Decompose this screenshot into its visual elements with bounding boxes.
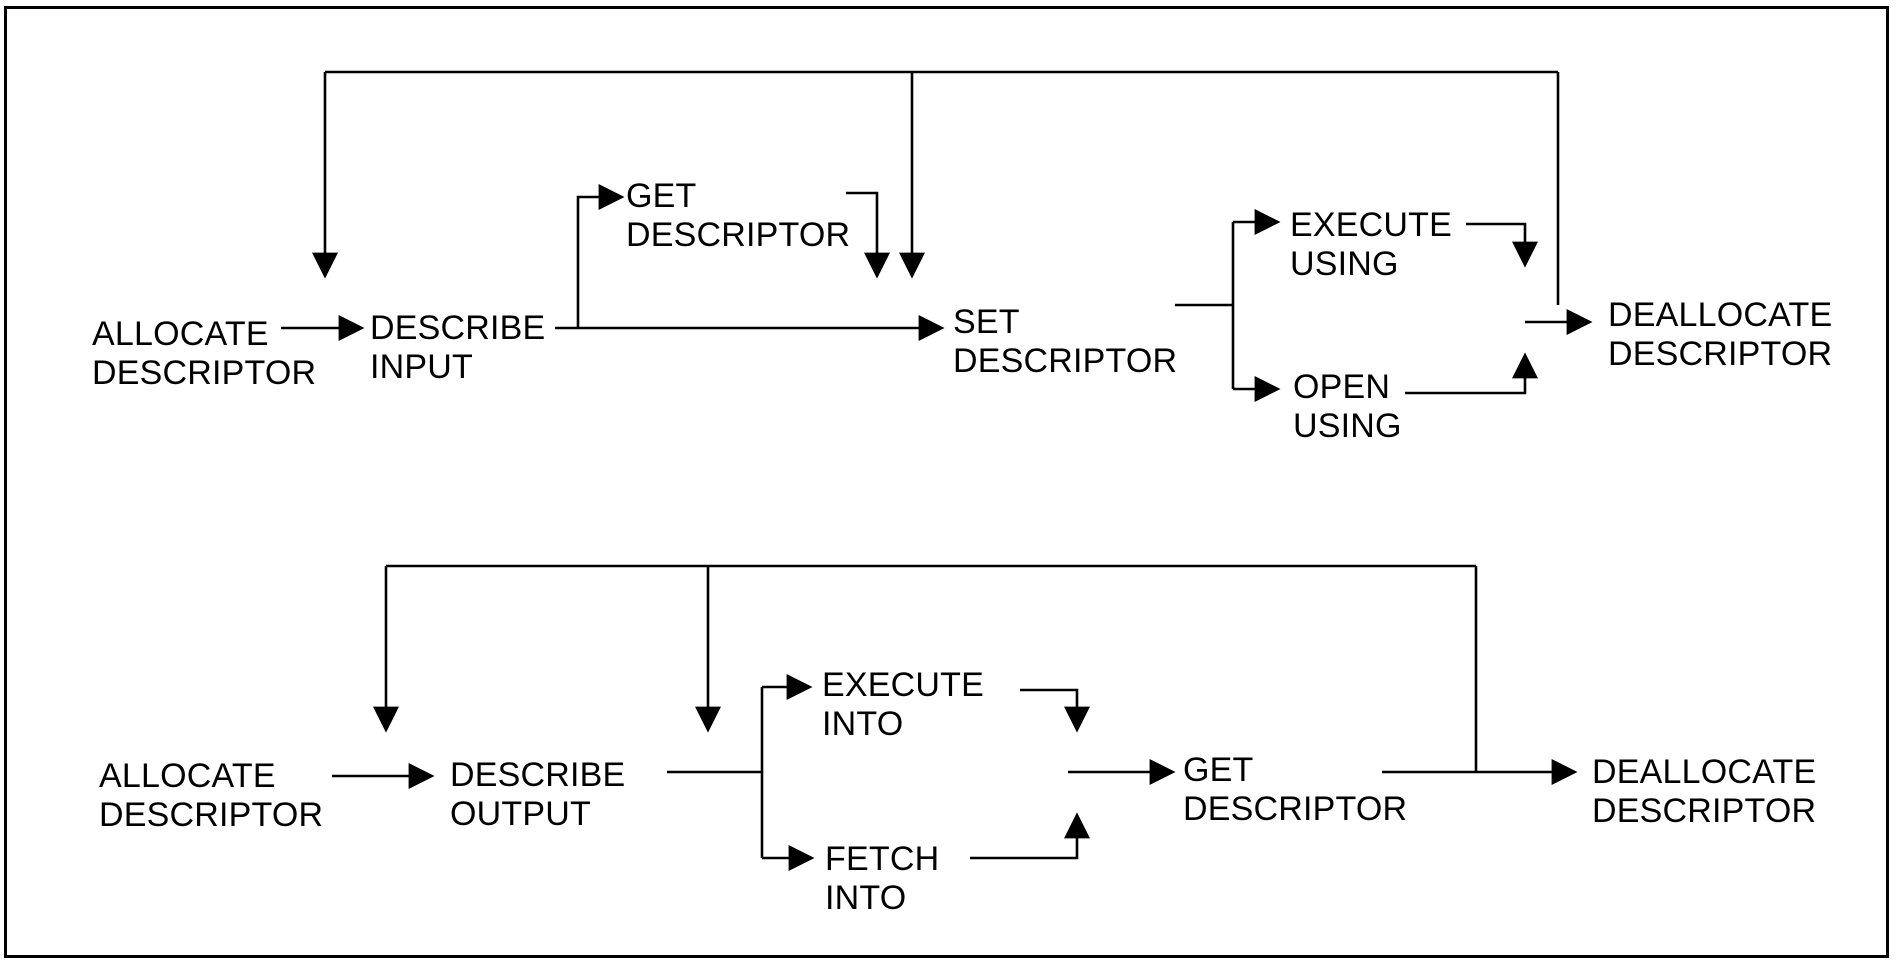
node-fetch-into: FETCH INTO <box>825 840 939 918</box>
node-top-get-descriptor: GET DESCRIPTOR <box>626 177 850 255</box>
node-label-line1: GET <box>626 177 697 215</box>
node-label-line1: DEALLOCATE <box>1592 753 1817 791</box>
node-describe-output: DESCRIBE OUTPUT <box>450 756 625 834</box>
node-label-line2: DESCRIPTOR <box>92 354 317 392</box>
node-top-allocate-descriptor: ALLOCATE DESCRIPTOR <box>92 315 316 393</box>
arrow-describe-input-to-get <box>576 184 625 328</box>
node-label-line1: OPEN <box>1293 368 1391 406</box>
node-bottom-deallocate-descriptor: DEALLOCATE DESCRIPTOR <box>1592 753 1816 831</box>
node-label-line2: INTO <box>825 879 907 917</box>
node-bottom-get-descriptor: GET DESCRIPTOR <box>1183 751 1407 829</box>
node-label-line2: OUTPUT <box>450 795 591 833</box>
arrow-fetch-into-to-join <box>970 812 1090 860</box>
node-label-line1: DESCRIBE <box>450 756 626 794</box>
node-label-line2: DESCRIPTOR <box>1183 790 1408 828</box>
node-label-line1: DEALLOCATE <box>1608 296 1833 334</box>
node-label-line2: USING <box>1290 245 1399 283</box>
node-label-line2: DESCRIPTOR <box>99 796 324 834</box>
node-label-line2: INPUT <box>370 348 473 386</box>
arrow-get-to-set <box>846 191 890 279</box>
node-label-line2: DESCRIPTOR <box>1592 792 1817 830</box>
node-set-descriptor: SET DESCRIPTOR <box>953 303 1177 381</box>
node-label-line1: DESCRIBE <box>370 309 546 347</box>
node-label-line1: SET <box>953 303 1020 341</box>
node-label-line2: USING <box>1293 407 1402 445</box>
node-label-line1: EXECUTE <box>1290 206 1452 244</box>
node-label-line1: ALLOCATE <box>99 757 276 795</box>
arrow-execute-using-to-join <box>1466 222 1538 268</box>
node-open-using: OPEN USING <box>1293 368 1402 446</box>
node-label-line2: DESCRIPTOR <box>626 216 851 254</box>
node-execute-using: EXECUTE USING <box>1290 206 1452 284</box>
node-bottom-allocate-descriptor: ALLOCATE DESCRIPTOR <box>99 757 323 835</box>
node-top-deallocate-descriptor: DEALLOCATE DESCRIPTOR <box>1608 296 1832 374</box>
node-describe-input: DESCRIBE INPUT <box>370 309 545 387</box>
node-execute-into: EXECUTE INTO <box>822 666 984 744</box>
node-label-line1: ALLOCATE <box>92 315 269 353</box>
node-label-line1: FETCH <box>825 840 940 878</box>
node-label-line2: DESCRIPTOR <box>953 342 1178 380</box>
arrow-open-using-to-join <box>1405 352 1538 395</box>
node-label-line2: INTO <box>822 705 904 743</box>
node-label-line2: DESCRIPTOR <box>1608 335 1833 373</box>
node-label-line1: EXECUTE <box>822 666 984 704</box>
diagram-border <box>4 6 1889 958</box>
arrow-execute-into-to-join <box>1020 688 1090 733</box>
node-label-line1: GET <box>1183 751 1254 789</box>
